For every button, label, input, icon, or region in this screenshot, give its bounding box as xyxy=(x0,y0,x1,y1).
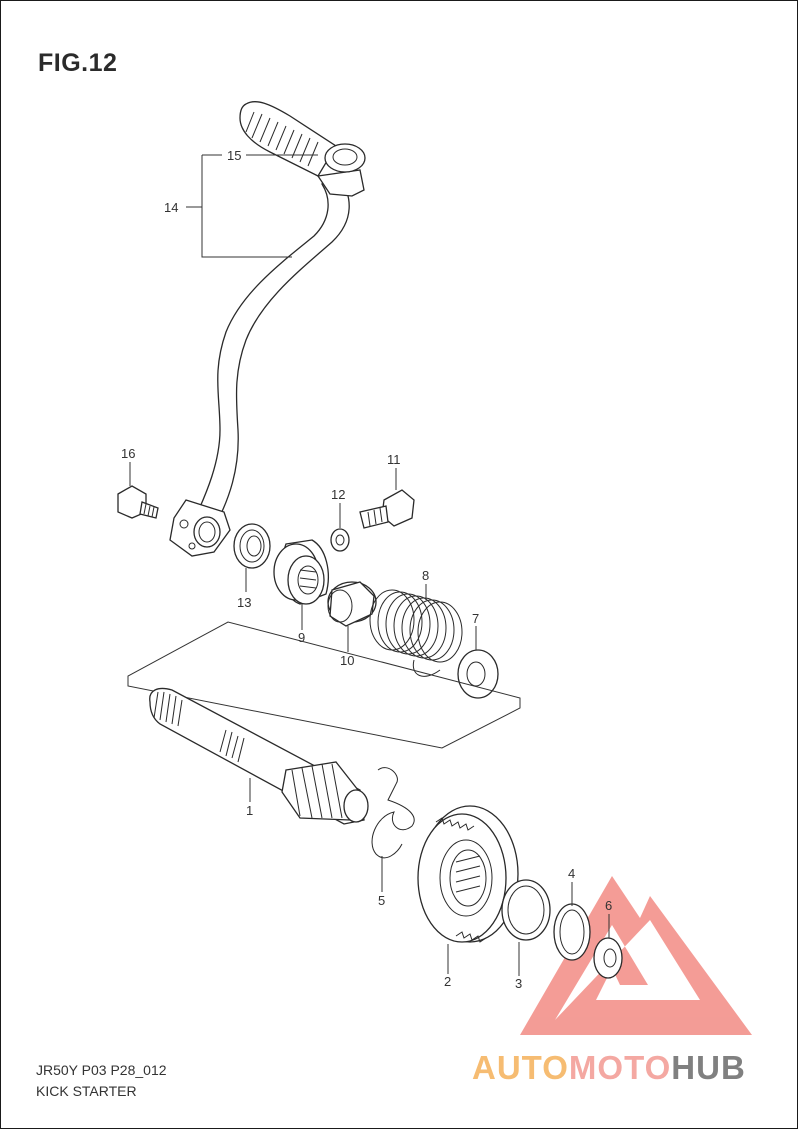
circlip xyxy=(553,903,591,961)
watermark-logo: AUTOMOTOHUB xyxy=(472,876,752,1086)
callout-16: 16 xyxy=(121,446,135,461)
figure-code: JR50Y P03 P28_012 xyxy=(36,1062,167,1078)
callout-6: 6 xyxy=(605,898,612,913)
section-name: KICK STARTER xyxy=(36,1083,137,1099)
washer-7 xyxy=(457,649,499,699)
assembly-frame xyxy=(127,621,521,749)
callout-13: 13 xyxy=(237,595,251,610)
watermark-moto: MOTO xyxy=(569,1049,671,1086)
kick-grip xyxy=(239,101,366,177)
callout-5: 5 xyxy=(378,893,385,908)
callout-10: 10 xyxy=(340,653,354,668)
callout-2: 2 xyxy=(444,974,451,989)
stopper-bolt xyxy=(359,489,415,529)
kick-lever xyxy=(169,169,365,557)
lever-bolt xyxy=(117,485,159,519)
kick-guide xyxy=(273,539,329,605)
svg-text:AUTOMOTOHUB: AUTOMOTOHUB xyxy=(472,1049,746,1086)
callout-labels: 15 14 16 11 12 8 13 7 9 10 1 4 5 6 2 3 xyxy=(121,148,612,991)
kick-spring xyxy=(369,589,463,677)
callout-15: 15 xyxy=(227,148,241,163)
callout-7: 7 xyxy=(472,611,479,626)
spring-clip xyxy=(371,767,415,859)
callout-3: 3 xyxy=(515,976,522,991)
washer-3 xyxy=(501,879,551,941)
callout-9: 9 xyxy=(298,630,305,645)
watermark-hub: HUB xyxy=(671,1049,746,1086)
starter-gear xyxy=(417,805,519,943)
leader-lines xyxy=(129,154,610,976)
callout-1: 1 xyxy=(246,803,253,818)
spacer xyxy=(327,581,377,627)
kick-shaft xyxy=(149,687,369,825)
oil-seal xyxy=(233,523,271,569)
washer-12 xyxy=(330,528,350,552)
washer-6 xyxy=(593,937,623,979)
callout-12: 12 xyxy=(331,487,345,502)
callout-4: 4 xyxy=(568,866,575,881)
callout-11: 11 xyxy=(387,452,401,467)
callout-8: 8 xyxy=(422,568,429,583)
watermark-auto: AUTO xyxy=(472,1049,569,1086)
figure-title: FIG.12 xyxy=(38,49,118,77)
watermark-triangle xyxy=(520,876,752,1035)
callout-14: 14 xyxy=(164,200,178,215)
